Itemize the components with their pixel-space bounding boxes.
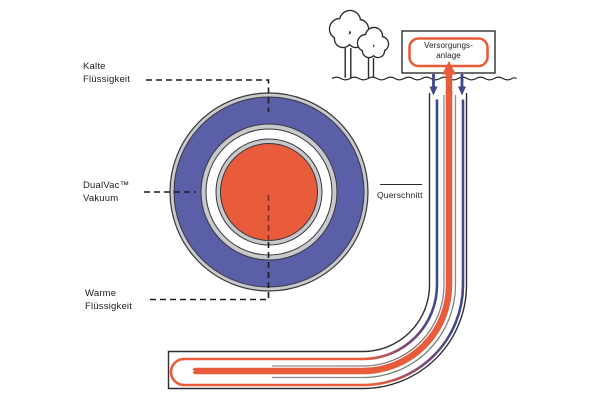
label-querschnitt-text: Querschnitt <box>377 190 423 200</box>
label-warm-line2: Flüssigkeit <box>85 301 133 312</box>
up-arrow-warm-icon <box>442 61 456 98</box>
label-warm-line1: Warme <box>85 288 117 299</box>
label-cold-fluid: Kalte Flüssigkeit <box>83 60 130 86</box>
label-cold-line2: Flüssigkeit <box>83 74 131 85</box>
pipe-outer-wall <box>167 93 468 390</box>
leader-line-cold <box>146 79 270 112</box>
label-dualvac-line2: Vakuum <box>83 193 119 204</box>
pipe-cross-section <box>169 92 369 292</box>
down-arrow-cold-icons <box>429 74 466 96</box>
warm-flow-core <box>192 88 453 375</box>
querschnitt-rule <box>380 184 422 185</box>
pipe-u-turn <box>169 357 185 387</box>
flow-direction-arrow-icon <box>187 367 195 375</box>
label-warm-fluid: Warme Flüssigkeit <box>85 287 132 313</box>
label-facility: Versorgungs- anlage <box>409 41 488 61</box>
vacuum-jacket-line-right <box>272 95 457 379</box>
tree-icon-small <box>356 26 390 78</box>
ground-wavy-line <box>331 76 517 81</box>
label-dualvac-vacuum: DualVac™ Vakuum <box>83 179 129 205</box>
cold-flow-line-right <box>184 99 465 387</box>
borehole-pipe <box>167 88 468 390</box>
label-facility-line1: Versorgungs- <box>424 41 473 50</box>
label-dualvac-line1: DualVac™ <box>83 180 130 191</box>
label-querschnitt: Querschnitt <box>377 190 423 201</box>
vacuum-jacket-line-left <box>272 95 445 367</box>
label-cold-line1: Kalte <box>83 61 106 72</box>
label-facility-line2: anlage <box>436 51 461 60</box>
cold-flow-line-left <box>184 99 439 361</box>
